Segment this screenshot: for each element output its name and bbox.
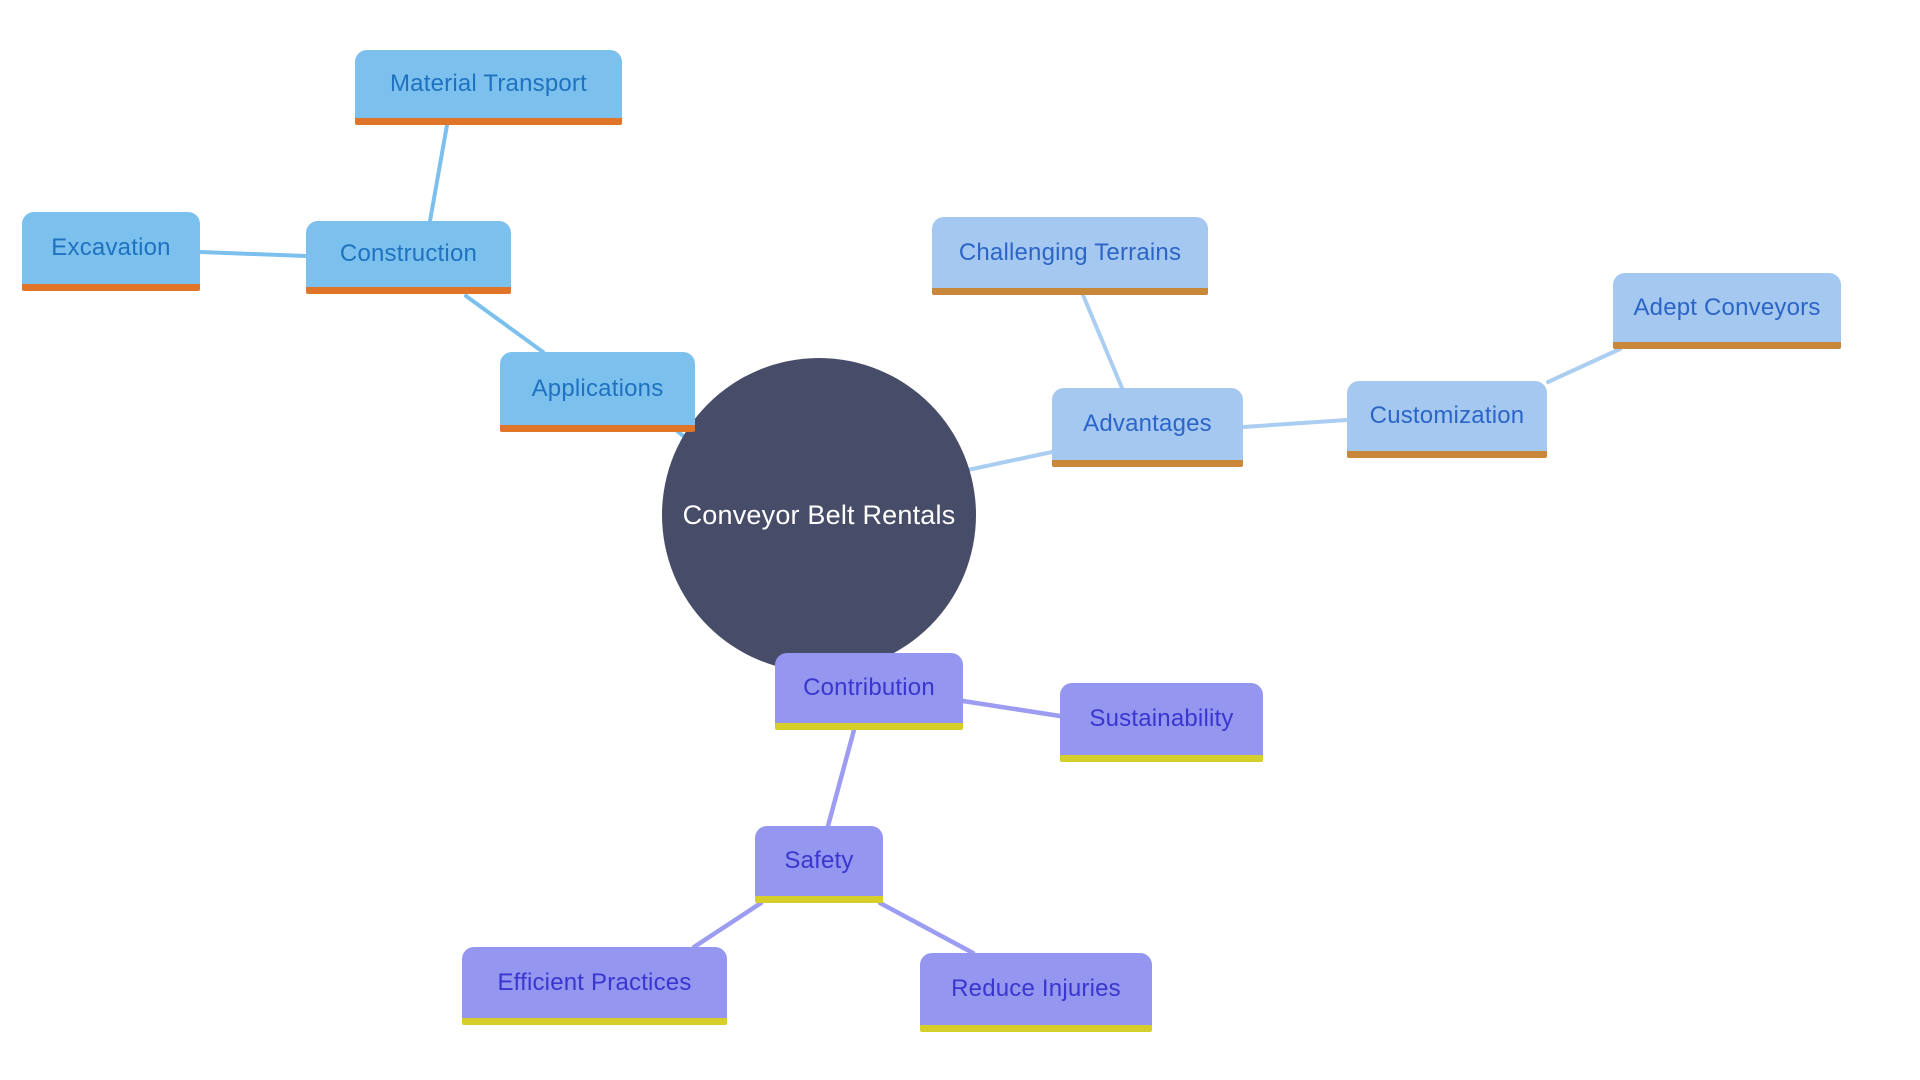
node-label: Excavation (51, 234, 171, 261)
edge-safety-efficient-practices (691, 900, 764, 950)
edge-construction-excavation (198, 250, 308, 258)
node-construction: Construction (306, 221, 511, 294)
node-sustainability: Sustainability (1060, 683, 1263, 762)
edge-contribution-safety (825, 727, 857, 829)
node-advantages: Advantages (1052, 388, 1243, 467)
node-label: Adept Conveyors (1633, 293, 1821, 321)
node-label: Challenging Terrains (958, 238, 1182, 266)
center-label: Conveyor Belt Rentals (682, 499, 956, 530)
node-safety: Safety (755, 826, 883, 903)
node-customization: Customization (1347, 381, 1547, 458)
node-label: Applications (531, 374, 664, 402)
node-label: Customization (1369, 402, 1525, 429)
node-label: Safety (784, 847, 854, 874)
node-contribution: Contribution (775, 653, 963, 730)
node-excavation: Excavation (22, 212, 200, 291)
edge-safety-reduce-injuries (877, 900, 976, 956)
node-label: Advantages (1083, 410, 1212, 437)
node-label: Efficient Practices (497, 968, 692, 996)
edge-advantages-challenging-terrains (1081, 293, 1124, 390)
node-label: Reduce Injuries (951, 975, 1121, 1002)
edge-construction-applications (464, 294, 545, 354)
node-label: Material Transport (389, 70, 587, 97)
node-adept-conveyors: Adept Conveyors (1613, 273, 1841, 349)
node-label: Construction (339, 240, 478, 267)
edge-advantages-customization (1241, 418, 1349, 429)
edge-contribution-sustainability (960, 698, 1063, 719)
node-center: Conveyor Belt Rentals (662, 358, 976, 672)
node-reduce-injuries: Reduce Injuries (920, 953, 1152, 1032)
node-challenging-terrains: Challenging Terrains (932, 217, 1208, 295)
edge-construction-material-transport (428, 123, 449, 223)
node-label: Sustainability (1089, 705, 1234, 732)
node-applications: Applications (500, 352, 695, 432)
node-material-transport: Material Transport (355, 50, 622, 125)
node-efficient-practices: Efficient Practices (462, 947, 727, 1025)
node-label: Contribution (803, 674, 935, 701)
edge-customization-adept-conveyors (1546, 347, 1622, 384)
